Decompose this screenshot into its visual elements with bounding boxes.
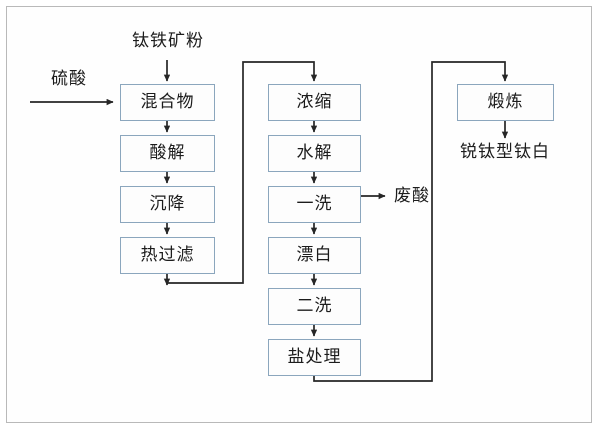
label-ilmenite-powder: 钛铁矿粉	[132, 30, 204, 51]
label-sulfuric-acid: 硫酸	[51, 68, 87, 89]
label-anatase-titanium-dioxide: 锐钛型钛白	[460, 141, 550, 162]
node-calcination[interactable]: 煅炼	[457, 84, 554, 121]
node-settling[interactable]: 沉降	[120, 186, 215, 223]
node-acidolysis[interactable]: 酸解	[120, 135, 215, 172]
node-concentration[interactable]: 浓缩	[268, 84, 361, 121]
edge-hot-filtration-to-concentration	[167, 61, 318, 284]
label-waste-acid: 废酸	[394, 185, 430, 206]
node-hydrolysis[interactable]: 水解	[268, 135, 361, 172]
node-salt-treatment[interactable]: 盐处理	[268, 339, 361, 376]
node-bleaching[interactable]: 漂白	[268, 237, 361, 274]
node-first-wash[interactable]: 一洗	[268, 186, 361, 223]
node-hot-filtration[interactable]: 热过滤	[120, 237, 215, 274]
node-mixture[interactable]: 混合物	[120, 84, 215, 121]
node-second-wash[interactable]: 二洗	[268, 288, 361, 325]
edge-salt-treatment-to-calcination	[313, 61, 509, 382]
